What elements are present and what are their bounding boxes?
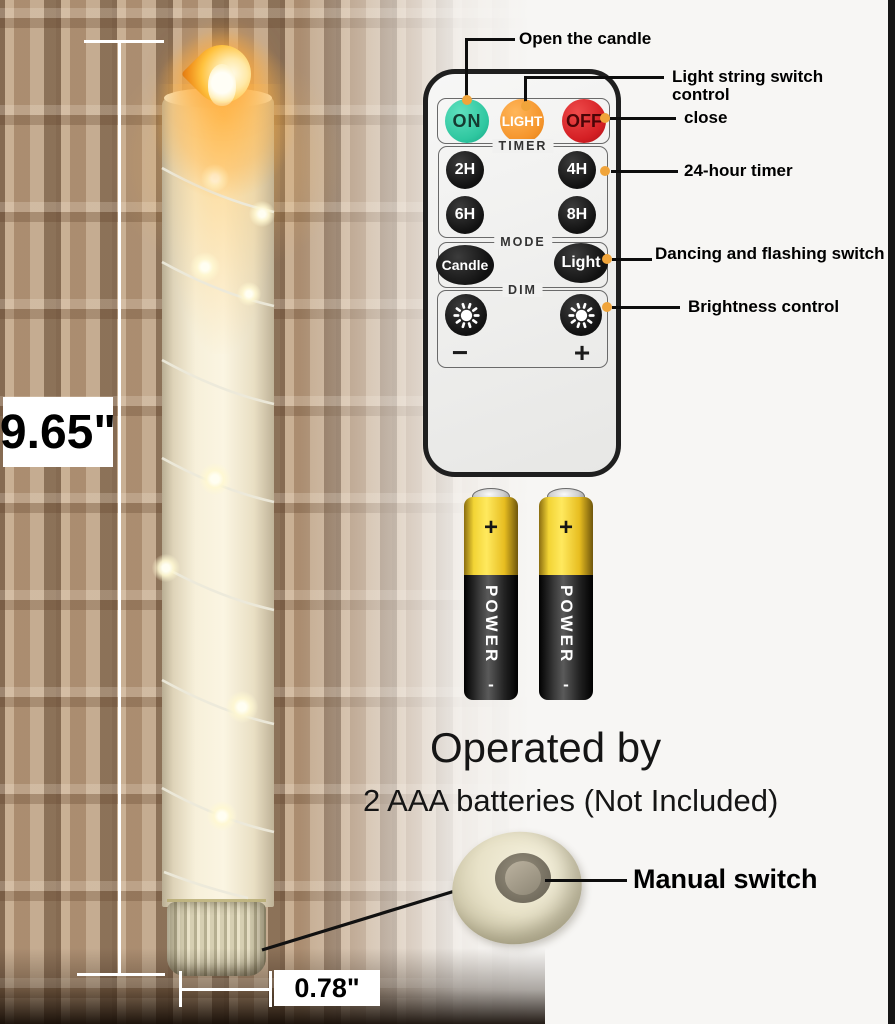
battery-brand: POWER [557, 585, 576, 665]
callout-close-label: close [684, 108, 728, 127]
timer-4h-label: 4H [566, 161, 588, 178]
light-button: LIGHT [500, 99, 544, 143]
battery-body: POWER - [539, 575, 593, 700]
light-button-label: LIGHT [501, 113, 543, 129]
flame-core [208, 64, 236, 106]
callout-lightstring-line-v [524, 76, 527, 106]
timer-4h-button: 4H [558, 151, 596, 189]
mode-candle-label: Candle [441, 257, 489, 273]
callout-mode-line [612, 258, 652, 261]
mode-section-label: MODE [494, 235, 552, 249]
callout-brightness-line [612, 306, 680, 309]
battery-negative-mark: - [488, 675, 494, 694]
height-measure-tick-bottom [77, 973, 165, 976]
dim-up-button [560, 294, 602, 336]
timer-2h-label: 2H [454, 161, 476, 178]
operated-by-text: Operated by [430, 724, 662, 771]
manual-switch-label: Manual switch [633, 864, 818, 894]
mode-light-button: Light [554, 243, 608, 283]
spiral-wires [161, 166, 275, 900]
manual-switch-line [545, 879, 627, 882]
timer-8h-button: 8H [558, 196, 596, 234]
mode-light-label: Light [561, 254, 601, 271]
led-light [190, 252, 220, 282]
callout-mode-dot [602, 254, 612, 264]
callout-timer-label: 24-hour timer [684, 161, 793, 180]
callout-open-line-v [465, 38, 468, 100]
timer-2h-button: 2H [446, 151, 484, 189]
dim-section: DIM [437, 283, 608, 368]
callout-timer-line [611, 170, 678, 173]
battery-positive-mark: + [483, 514, 498, 541]
width-dimension-label: 0.78" [274, 970, 380, 1006]
battery-cap [539, 497, 593, 575]
callout-mode-label: Dancing and flashing switch [655, 244, 885, 263]
remote-control: ON LIGHT OFF TIMER 2H 4H 6H 8H MODE Cand… [423, 69, 621, 477]
led-light [237, 282, 261, 306]
width-value: 0.78" [294, 972, 360, 1003]
height-measure-line [118, 41, 121, 974]
on-button: ON [445, 99, 489, 143]
aaa-battery: + POWER - [539, 486, 593, 702]
led-light [226, 691, 258, 723]
timer-section-label: TIMER [492, 139, 554, 153]
height-value: 9.65" [0, 405, 117, 459]
manual-switch-button [505, 861, 541, 895]
callout-close-line [610, 117, 676, 120]
width-measure-tick-right [269, 971, 272, 1007]
switch-pointer-line [261, 885, 469, 952]
bottom-shadow [0, 948, 545, 1024]
dim-plus-label: + [573, 337, 591, 368]
width-measure-tick-left [179, 971, 182, 1007]
height-measure-tick-top [84, 40, 164, 43]
callout-open-dot [462, 95, 472, 105]
callout-brightness-dot [602, 302, 612, 312]
battery-body: POWER - [464, 575, 518, 700]
timer-6h-label: 6H [454, 206, 476, 223]
brightness-icon [452, 302, 480, 328]
dim-minus-label: − [451, 337, 469, 368]
brightness-icon [567, 302, 595, 328]
battery-requirement-text: 2 AAA batteries (Not Included) [363, 783, 779, 818]
led-light [152, 554, 180, 582]
callout-lightstring-dot [521, 101, 531, 111]
led-light [199, 463, 231, 495]
callout-lightstring-line-h [524, 76, 664, 79]
battery-brand: POWER [482, 585, 501, 665]
candle-base-seam [167, 899, 266, 902]
callout-open-label: Open the candle [519, 29, 652, 48]
photo-right-edge [888, 0, 895, 1024]
battery-positive-mark: + [558, 514, 573, 541]
on-button-label: ON [452, 110, 482, 131]
callout-lightstring-label: Light string switch control [672, 67, 824, 104]
off-button: OFF [562, 99, 606, 143]
callout-close-dot [600, 113, 610, 123]
off-button-label: OFF [566, 110, 602, 131]
battery-negative-mark: - [563, 675, 569, 694]
flame-glow [124, 2, 324, 228]
height-dimension-label: 9.65" [0, 397, 117, 467]
dim-section-label: DIM [502, 283, 543, 297]
mode-candle-button: Candle [436, 245, 494, 285]
dim-down-button [445, 294, 487, 336]
aaa-battery: + POWER - [464, 486, 518, 702]
timer-6h-button: 6H [446, 196, 484, 234]
callout-brightness-label: Brightness control [688, 297, 840, 316]
callout-timer-dot [600, 166, 610, 176]
width-measure-line [180, 988, 272, 991]
timer-8h-label: 8H [566, 206, 588, 223]
battery-cap [464, 497, 518, 575]
callout-open-line-h [465, 38, 515, 41]
led-light [207, 801, 237, 831]
